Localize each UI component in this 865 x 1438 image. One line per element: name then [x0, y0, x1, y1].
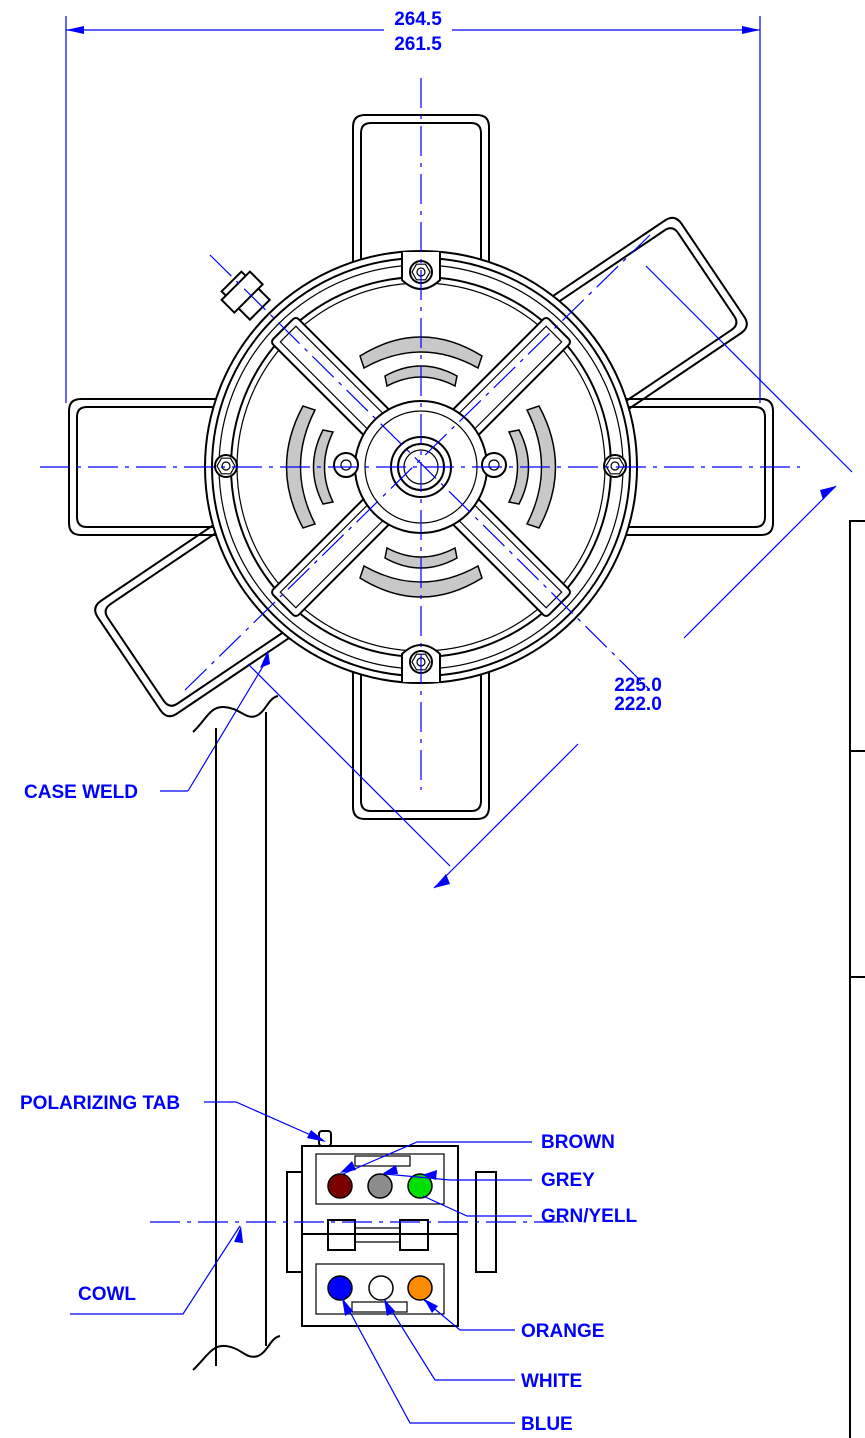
case-weld-leader	[160, 650, 270, 792]
cowl-label: COWL	[78, 1284, 136, 1305]
pin-brown	[327, 1173, 353, 1199]
wire-label-grn-yell: GRN/YELL	[541, 1206, 637, 1227]
title-block-edge	[849, 520, 865, 1438]
dimension-overall-width	[65, 16, 761, 403]
polarizing-tab-label: POLARIZING TAB	[20, 1093, 180, 1114]
pin-blue	[327, 1275, 353, 1301]
pin-orange	[407, 1275, 433, 1301]
cable-gland	[220, 270, 272, 322]
case-weld-label: CASE WELD	[24, 782, 138, 803]
wire-label-grey: GREY	[541, 1170, 595, 1191]
pin-grn-yell	[407, 1173, 433, 1199]
width-max-label: 264.5	[394, 9, 442, 30]
pin-grey	[367, 1173, 393, 1199]
wire-label-brown: BROWN	[541, 1132, 615, 1153]
wire-label-white: WHITE	[521, 1371, 582, 1392]
wire-label-blue: BLUE	[521, 1414, 573, 1435]
dimension-diameter	[247, 265, 853, 889]
mount-bolt-left	[214, 454, 238, 478]
wire-label-orange: ORANGE	[521, 1321, 604, 1342]
width-min-label: 261.5	[394, 34, 442, 55]
diameter-max-label: 225.0	[614, 675, 662, 696]
connector-leaders	[70, 1101, 532, 1424]
pin-white	[368, 1275, 394, 1301]
motor-top-view	[40, 78, 800, 820]
mount-bolt-right	[603, 454, 627, 478]
diameter-min-label: 222.0	[614, 694, 662, 715]
cowl-wall	[192, 695, 281, 1371]
